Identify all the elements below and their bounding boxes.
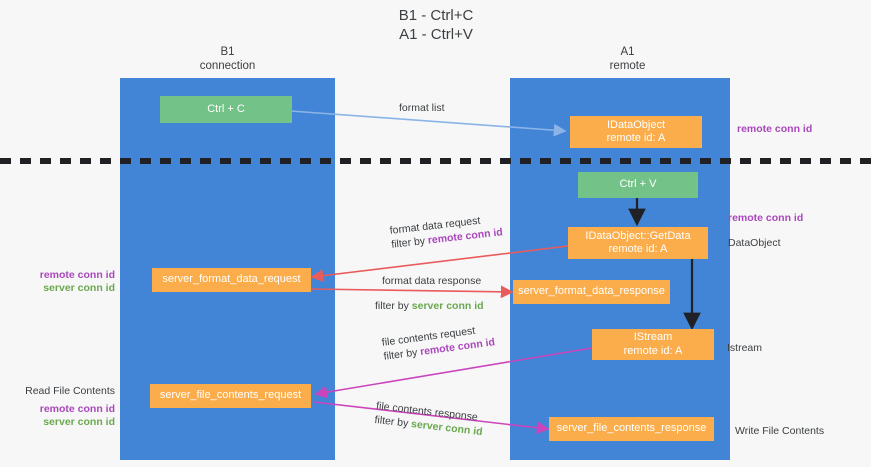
side-label-remote-conn-id-mid: remote conn id: [728, 212, 804, 224]
box-ctrl-v[interactable]: Ctrl + V: [578, 172, 698, 198]
box-ctrl-c[interactable]: Ctrl + C: [160, 96, 292, 123]
flow-label-format-data-response: format data response: [382, 275, 482, 287]
page-title: B1 - Ctrl+C A1 - Ctrl+V: [398, 7, 474, 43]
box-istream[interactable]: IStream remote id: A: [592, 329, 714, 360]
side-label-write-file-contents: Write File Contents: [735, 425, 825, 437]
lane-title-a1: A1 remote: [609, 46, 646, 72]
side-label-read-file-contents: Read File Contents: [25, 385, 115, 397]
side-label-left-server-conn-id-bottom: server conn id: [43, 416, 115, 428]
box-idataobject-getdata[interactable]: IDataObject::GetData remote id: A: [568, 227, 708, 259]
side-label-remote-conn-id-top: remote conn id: [737, 123, 813, 135]
box-server-format-data-response[interactable]: server_format_data_response: [513, 280, 670, 304]
box-idataobject[interactable]: IDataObject remote id: A: [570, 116, 702, 148]
flow-label-file-contents-request-group: file contents request filter by remote c…: [381, 321, 496, 363]
side-label-left-server-conn-id-mid: server conn id: [43, 282, 115, 294]
side-label-left-remote-conn-id-bottom: remote conn id: [39, 403, 115, 415]
side-label-left-remote-conn-id-mid: remote conn id: [39, 269, 115, 281]
flow-label-format-list: format list: [399, 102, 445, 114]
filter-prefix: filter by: [390, 234, 429, 251]
flow-label-format-data-request-group: format data request filter by remote con…: [389, 211, 503, 252]
side-label-dataobject: DataObject: [728, 237, 781, 249]
filter-prefix: filter by: [373, 413, 412, 430]
flow-label-format-data-response-filter: filter by server conn id: [375, 299, 484, 313]
box-server-file-contents-response[interactable]: server_file_contents_response: [549, 417, 714, 441]
flow-label-file-contents-response-group: file contents response filter by server …: [374, 399, 485, 439]
filter-prefix: filter by: [382, 346, 421, 363]
filter-key-server-conn-id: server conn id: [411, 300, 484, 312]
lane-title-b1: B1 connection: [199, 46, 256, 72]
filter-prefix: filter by: [375, 300, 412, 312]
box-server-format-data-request[interactable]: server_format_data_request: [152, 268, 311, 292]
side-label-istream: Istream: [727, 342, 763, 354]
box-server-file-contents-request[interactable]: server_file_contents_request: [150, 384, 311, 408]
